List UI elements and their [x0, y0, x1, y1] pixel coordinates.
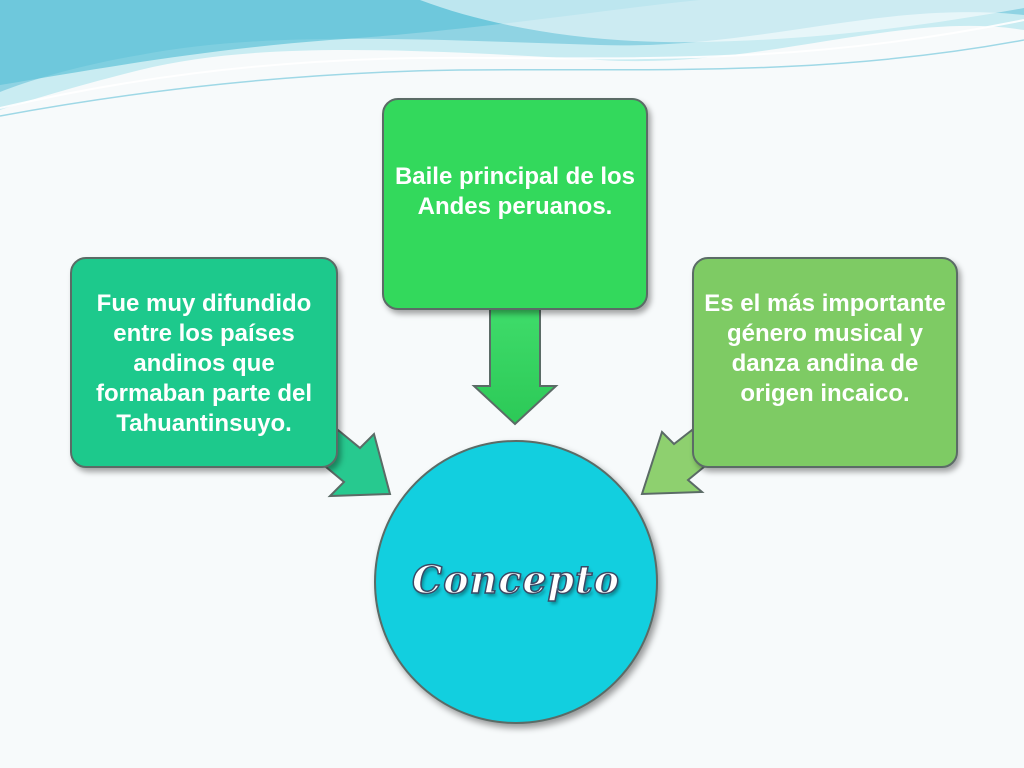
center-circle: Concepto — [374, 440, 658, 724]
node-right-box: Es el más importante género musical y da… — [692, 257, 958, 468]
arrow-top-to-center — [471, 307, 559, 426]
node-top-text: Baile principal de los Andes peruanos. — [394, 163, 636, 220]
node-top-box: Baile principal de los Andes peruanos. — [382, 98, 648, 310]
node-right-text: Es el más importante género musical y da… — [704, 290, 946, 407]
decorative-wave-header — [0, 0, 1024, 117]
center-label: Concepto — [411, 556, 620, 603]
node-left-text: Fue muy difundido entre los países andin… — [95, 290, 313, 437]
node-left-box: Fue muy difundido entre los países andin… — [70, 257, 338, 468]
